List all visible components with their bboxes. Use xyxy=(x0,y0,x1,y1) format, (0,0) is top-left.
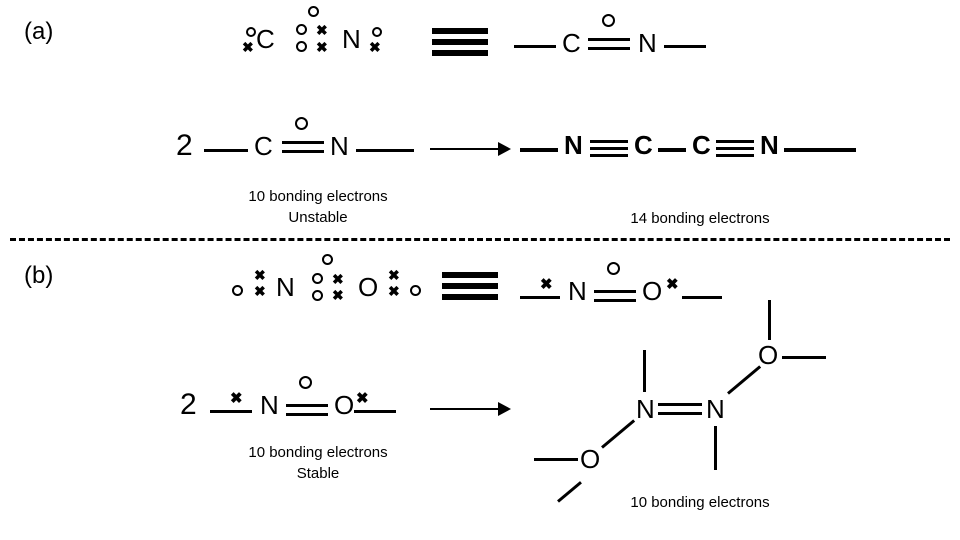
reaction-arrow-head xyxy=(498,402,511,416)
atom-o: O xyxy=(758,340,779,370)
lone-pair-bar xyxy=(356,149,414,152)
electron-circle-icon xyxy=(246,27,256,37)
lone-pair-bar xyxy=(682,296,722,299)
electron-cross-icon: ✖ xyxy=(666,276,679,293)
single-bond-line xyxy=(658,148,686,152)
atom-c: C xyxy=(692,130,711,160)
atom-n: N xyxy=(330,131,349,161)
triple-bond-line xyxy=(716,147,754,150)
lone-pair-bar xyxy=(768,300,771,340)
electron-cross-icon: ✖ xyxy=(356,390,369,407)
reactant-caption-line1: 10 bonding electrons xyxy=(248,188,388,205)
atom-c: C xyxy=(256,24,275,54)
reaction-arrow xyxy=(430,148,500,150)
electron-circle-icon xyxy=(372,27,382,37)
atom-c: C xyxy=(562,28,581,58)
atom-c: C xyxy=(634,130,653,160)
electron-cross-icon: ✖ xyxy=(316,39,328,55)
lone-pair-bar xyxy=(557,481,582,503)
triple-bond-line xyxy=(590,147,628,150)
odd-electron-circle-icon xyxy=(322,254,333,265)
electron-circle-icon xyxy=(296,41,307,52)
reactant-caption-line1: 10 bonding electrons xyxy=(248,444,388,461)
odd-electron-circle-icon xyxy=(607,262,620,275)
coefficient: 2 xyxy=(180,388,197,421)
electron-cross-icon: ✖ xyxy=(369,39,381,55)
atom-c: C xyxy=(254,131,273,161)
lone-pair-bar xyxy=(782,356,826,359)
odd-electron-circle-icon xyxy=(295,117,308,130)
lone-pair-bar xyxy=(210,410,252,413)
lone-pair-bar xyxy=(514,45,556,48)
odd-electron-circle-icon xyxy=(308,6,319,17)
atom-o: O xyxy=(358,272,379,302)
atom-o: O xyxy=(334,390,355,420)
atom-n: N xyxy=(638,28,657,58)
electron-cross-icon: ✖ xyxy=(230,390,243,407)
reactant-caption-line2: Stable xyxy=(296,465,340,482)
double-bond-line xyxy=(588,38,630,41)
product-caption: 10 bonding electrons xyxy=(630,494,770,511)
lone-pair-bar xyxy=(520,148,558,152)
triple-bond-line xyxy=(590,140,628,143)
atom-n: N xyxy=(564,130,583,160)
double-bond-line xyxy=(588,47,630,50)
electron-cross-icon: ✖ xyxy=(388,283,400,299)
electron-circle-icon xyxy=(410,285,421,296)
lone-pair-bar xyxy=(664,45,706,48)
double-bond-line xyxy=(658,412,702,415)
electron-circle-icon xyxy=(312,290,323,301)
electron-circle-icon xyxy=(232,285,243,296)
double-bond-line xyxy=(282,141,324,144)
electron-cross-icon: ✖ xyxy=(388,267,400,283)
electron-cross-icon: ✖ xyxy=(332,287,344,303)
reaction-arrow-head xyxy=(498,142,511,156)
panel-a-label: (a) xyxy=(24,18,54,45)
electron-cross-icon: ✖ xyxy=(316,22,328,38)
section-divider xyxy=(10,238,950,241)
single-bond-line xyxy=(601,419,636,449)
lone-pair-bar xyxy=(784,148,856,152)
double-bond-line xyxy=(286,413,328,416)
atom-n: N xyxy=(760,130,779,160)
electron-cross-icon: ✖ xyxy=(242,39,254,55)
lone-pair-bar xyxy=(534,458,578,461)
electron-cross-icon: ✖ xyxy=(540,276,553,293)
lone-pair-bar xyxy=(520,296,560,299)
panel-b-label: (b) xyxy=(24,262,54,289)
lone-pair-bar xyxy=(204,149,248,152)
single-bond-line xyxy=(727,365,762,395)
double-bond-line xyxy=(594,290,636,293)
atom-n: N xyxy=(342,24,361,54)
triple-bond-line xyxy=(716,140,754,143)
product-caption: 14 bonding electrons xyxy=(630,210,770,227)
atom-o: O xyxy=(580,444,601,474)
lone-pair-bar xyxy=(354,410,396,413)
reaction-arrow xyxy=(430,408,500,410)
lone-pair-bar xyxy=(643,350,646,392)
reactant-caption-line2: Unstable xyxy=(288,209,348,226)
atom-o: O xyxy=(642,276,663,306)
coefficient: 2 xyxy=(176,129,193,162)
double-bond-line xyxy=(286,404,328,407)
electron-circle-icon xyxy=(296,24,307,35)
triple-bond-line xyxy=(716,154,754,157)
lone-pair-bar xyxy=(714,426,717,470)
atom-n: N xyxy=(636,394,655,424)
double-bond-line xyxy=(594,299,636,302)
triple-bond-line xyxy=(590,154,628,157)
atom-n: N xyxy=(706,394,725,424)
atom-n: N xyxy=(260,390,279,420)
electron-cross-icon: ✖ xyxy=(254,283,266,299)
double-bond-line xyxy=(658,403,702,406)
odd-electron-circle-icon xyxy=(602,14,615,27)
odd-electron-circle-icon xyxy=(299,376,312,389)
atom-n: N xyxy=(568,276,587,306)
atom-n: N xyxy=(276,272,295,302)
electron-cross-icon: ✖ xyxy=(332,271,344,287)
electron-circle-icon xyxy=(312,273,323,284)
double-bond-line xyxy=(282,150,324,153)
electron-cross-icon: ✖ xyxy=(254,267,266,283)
